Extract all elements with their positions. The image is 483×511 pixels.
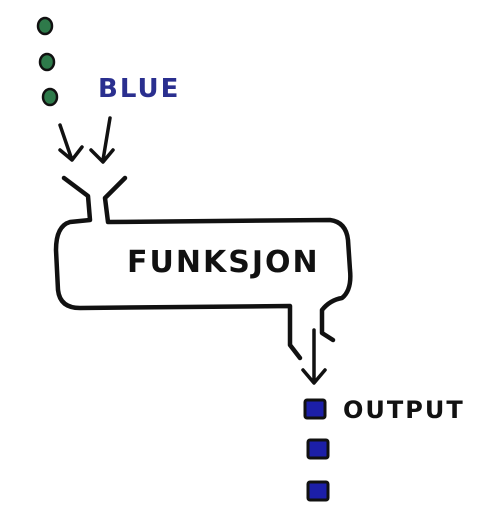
output-label: OUTPUT [343,396,465,424]
input-dot [41,87,59,107]
input-arrow-right [89,116,115,164]
input-arrows [58,116,115,164]
output-squares [303,398,330,502]
function-label: FUNKSJON [127,245,320,280]
input-dot [36,16,54,36]
input-arrow-left [58,123,84,162]
input-dot [38,52,56,72]
output-square [306,480,330,502]
input-label: BLUE [98,74,180,104]
output-square [306,438,330,460]
machine-outline [53,175,353,361]
output-square [303,398,327,420]
output-arrow [301,328,327,385]
input-dots [36,16,59,107]
function-machine [53,175,353,361]
